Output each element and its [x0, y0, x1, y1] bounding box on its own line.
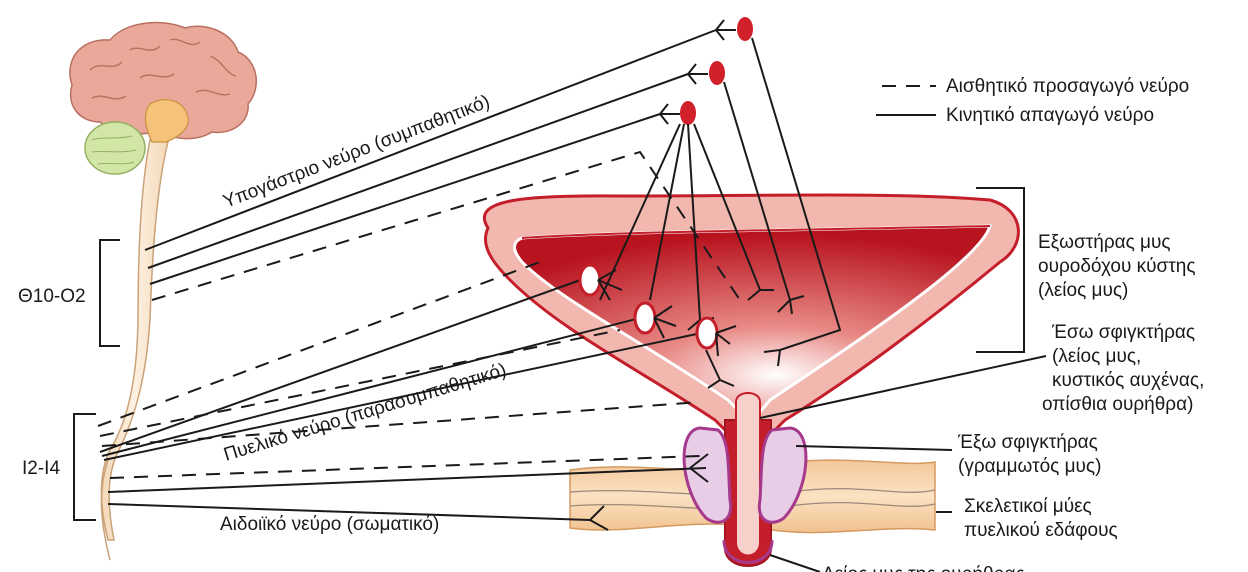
svg-text:(γραμμωτός μυς): (γραμμωτός μυς)	[958, 456, 1101, 477]
pudendal-nerve-label: Αιδοιϊκό νεύρο (σωματικό)	[220, 514, 439, 535]
pelvic-floor-label: Σκελετικοί μύες πυελικού εδάφους	[964, 496, 1118, 541]
svg-text:Σκελετικοί μύες: Σκελετικοί μύες	[964, 496, 1092, 517]
wall-ganglion-3	[697, 318, 717, 348]
legend: Αισθητικό προσαγωγό νεύρο Κινητικό απαγω…	[876, 76, 1189, 126]
svg-text:ουροδόχου κύστης: ουροδόχου κύστης	[1038, 256, 1196, 277]
svg-text:Έσω σφιγκτήρας: Έσω σφιγκτήρας	[1051, 322, 1195, 343]
svg-text:οπίσθια ουρήθρα): οπίσθια ουρήθρα)	[1042, 394, 1193, 415]
ganglion-2	[709, 61, 725, 85]
svg-text:(λείος μυς,: (λείος μυς,	[1052, 346, 1141, 367]
detrusor-label: Εξωστήρας μυς ουροδόχου κύστης (λείος μυ…	[1038, 232, 1196, 301]
hypogastric-nerve-label: Υπογάστριο νεύρο (συμπαθητικό)	[220, 91, 493, 212]
wall-ganglion-2	[635, 303, 655, 333]
urethral-smooth-muscle-label: Λείος μυς της ουρήθρας	[822, 564, 1025, 572]
brain-spinal-cord	[70, 23, 256, 560]
legend-sensory-label: Αισθητικό προσαγωγό νεύρο	[946, 76, 1189, 97]
sacral-bracket: Ι2-Ι4	[22, 414, 96, 520]
external-sphincter-label: Έξω σφιγκτήρας (γραμμωτός μυς)	[957, 432, 1101, 477]
spinal-cord	[101, 140, 168, 540]
svg-text:Έξω σφιγκτήρας: Έξω σφιγκτήρας	[957, 432, 1098, 453]
thoracolumbar-bracket: Θ10-Ο2	[18, 240, 120, 346]
wall-ganglion-1	[580, 265, 600, 295]
svg-text:κυστικός αυχένας,: κυστικός αυχένας,	[1052, 370, 1204, 391]
ganglion-3	[680, 101, 696, 125]
svg-text:(λείος μυς): (λείος μυς)	[1038, 280, 1128, 301]
svg-text:πυελικού εδάφους: πυελικού εδάφους	[964, 520, 1118, 541]
thoracolumbar-label: Θ10-Ο2	[18, 286, 86, 307]
sacral-label: Ι2-Ι4	[22, 458, 60, 479]
legend-motor-label: Κινητικό απαγωγό νεύρο	[946, 105, 1154, 126]
svg-text:Εξωστήρας μυς: Εξωστήρας μυς	[1038, 232, 1171, 253]
internal-sphincter-label: Έσω σφιγκτήρας (λείος μυς, κυστικός αυχέ…	[1042, 322, 1204, 415]
pelvic-nerve-label: Πυελικό νεύρο (παρασυμπαθητικό)	[221, 360, 509, 466]
bladder	[484, 195, 1018, 566]
cerebellum	[85, 122, 145, 174]
ganglion-1	[737, 17, 753, 41]
